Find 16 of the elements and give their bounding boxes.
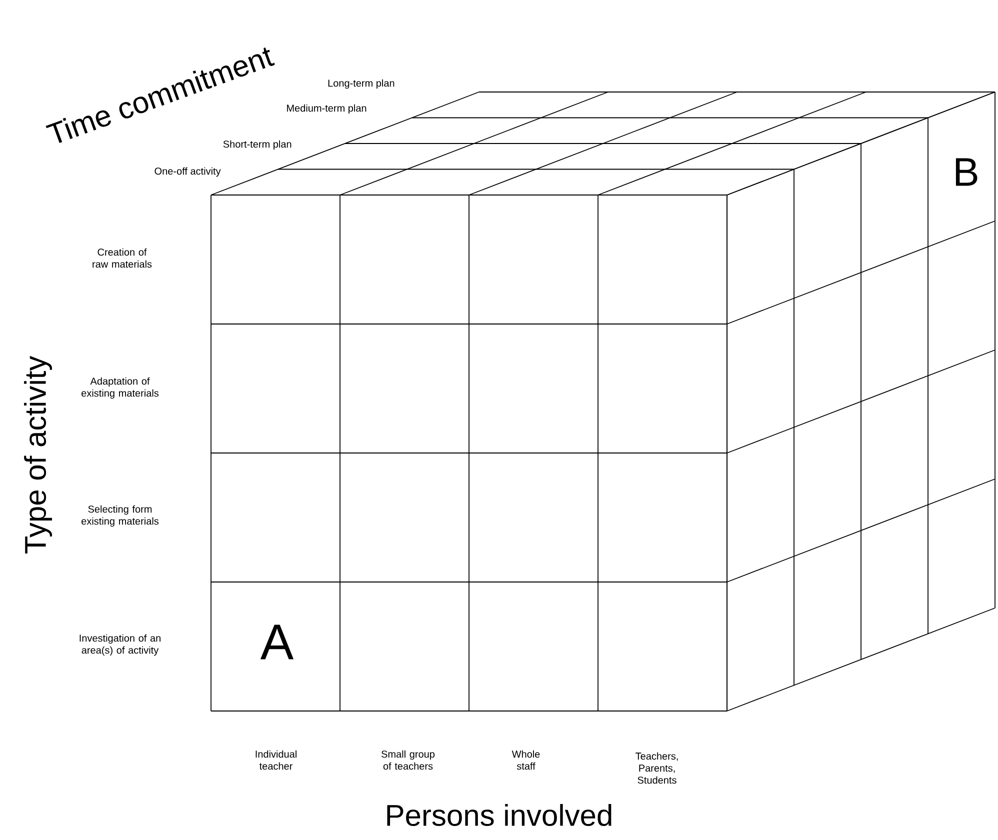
cell-letter: A — [260, 624, 294, 660]
axis-label: Medium-term plan — [287, 104, 366, 114]
axis-label: Selecting form existing materials — [82, 505, 159, 527]
axis-label: Creation of raw materials — [92, 248, 152, 268]
cell-letter: B — [956, 158, 978, 186]
axis-title: Type of activity — [24, 356, 52, 554]
axis-label: One-off activity — [154, 167, 221, 177]
axis-label: Whole staff — [512, 750, 540, 770]
axis-label: Teachers, Parents, Students — [636, 752, 678, 784]
axis-label: Adaptation of existing materials — [82, 377, 159, 399]
axis-label: Short-term plan — [223, 140, 292, 150]
axis-title: Persons involved — [387, 804, 612, 826]
axis-label: Investigation of an area(s) of activity — [80, 634, 160, 656]
axis-label: Small group of teachers — [382, 750, 435, 770]
axis-label: Individual teacher — [256, 750, 296, 770]
axis-label: Long-term plan — [328, 79, 394, 89]
